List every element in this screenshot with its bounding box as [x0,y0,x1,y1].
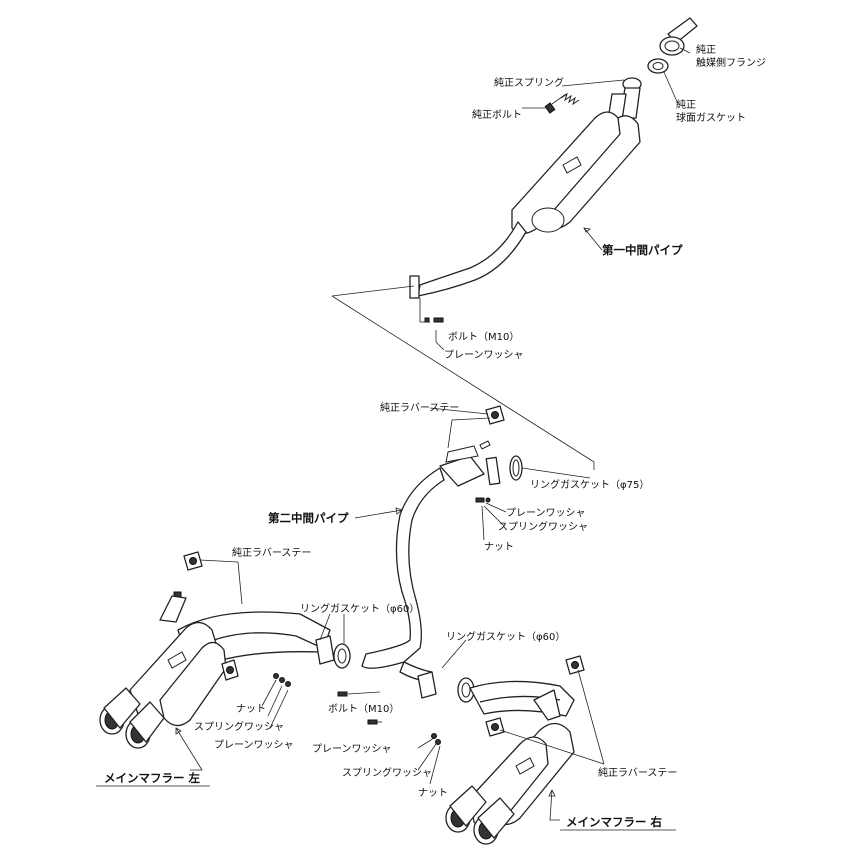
label-plain-washer-bottom: プレーンワッシャ [312,743,392,755]
label-plain-washer-left: プレーンワッシャ [214,739,294,751]
label-rubber-stay-right: 純正ラバーステー [598,766,677,779]
rubber-stay-left-icon [173,551,203,598]
muffler-left-stay [221,659,239,681]
label-ring-gasket-75: リングガスケット（φ75） [530,478,649,491]
joint-right-gasket-icon [417,671,475,703]
label-nut-mid: ナット [484,541,514,553]
ring-gasket-75-icon [509,455,523,481]
label-ring-gasket-60-right: リングガスケット（φ60） [446,630,565,643]
label-ring-gasket-60-left: リングガスケット（φ60） [300,602,419,615]
label-spring-washer-bottom: スプリングワッシャ [342,766,432,779]
label-second-center-pipe: 第二中間パイプ [268,511,349,525]
label-main-muffler-left: メインマフラー 左 [104,771,201,785]
stock-bolt-icon [544,93,567,114]
label-catalyst-flange-line2: 触媒側フランジ [696,56,766,69]
label-nut-bottom: ナット [418,787,448,799]
main-muffler-left [99,595,331,749]
rubber-stay-top-icon [479,405,505,450]
first-center-pipe [409,87,641,299]
label-main-muffler-right: メインマフラー 右 [566,815,663,829]
right-leaders [347,639,676,831]
labels-layer: 純正 触媒側フランジ 純正スプリング 純正ボルト 純正 球面ガスケット 第一中間… [104,43,766,829]
main-muffler-right [445,680,575,845]
mid-leaders [354,407,595,541]
label-stock-bolt: 純正ボルト [472,108,522,121]
label-bolt-m10-top: ボルト（M10） [448,331,519,343]
label-bolt-m10-bottom: ボルト（M10） [328,703,399,715]
top-leaders [331,47,691,463]
left-hardware-icons [273,673,291,687]
label-plain-washer-mid: プレーンワッシャ [506,507,586,519]
center-hardware-icons [337,691,441,745]
second-center-pipe [361,445,501,683]
left-leaders [96,559,345,787]
ring-gasket-60-left-icon [315,635,351,669]
label-nut-left: ナット [236,703,266,715]
label-spring-washer-mid: スプリングワッシャ [498,520,588,533]
label-rubber-stay-top: 純正ラバーステー [380,401,459,414]
label-spherical-gasket-line2: 球面ガスケット [676,111,746,124]
label-rubber-stay-left: 純正ラバーステー [232,546,311,559]
bolt-m10-top-icon [424,317,444,323]
catalyst-flange [647,58,669,74]
stock-spring-icon [560,92,580,106]
label-first-center-pipe: 第一中間パイプ [602,243,683,257]
label-catalyst-flange-line1: 純正 [696,43,716,56]
label-spring-washer-left: スプリングワッシャ [194,720,284,733]
label-spherical-gasket-line1: 純正 [676,98,696,111]
mid-hardware-icons [475,497,491,503]
stock-pipe-stub [659,17,698,56]
rubber-stay-right-icon [485,655,585,737]
label-stock-spring: 純正スプリング [494,76,564,89]
label-plain-washer-top: プレーンワッシャ [444,349,524,361]
